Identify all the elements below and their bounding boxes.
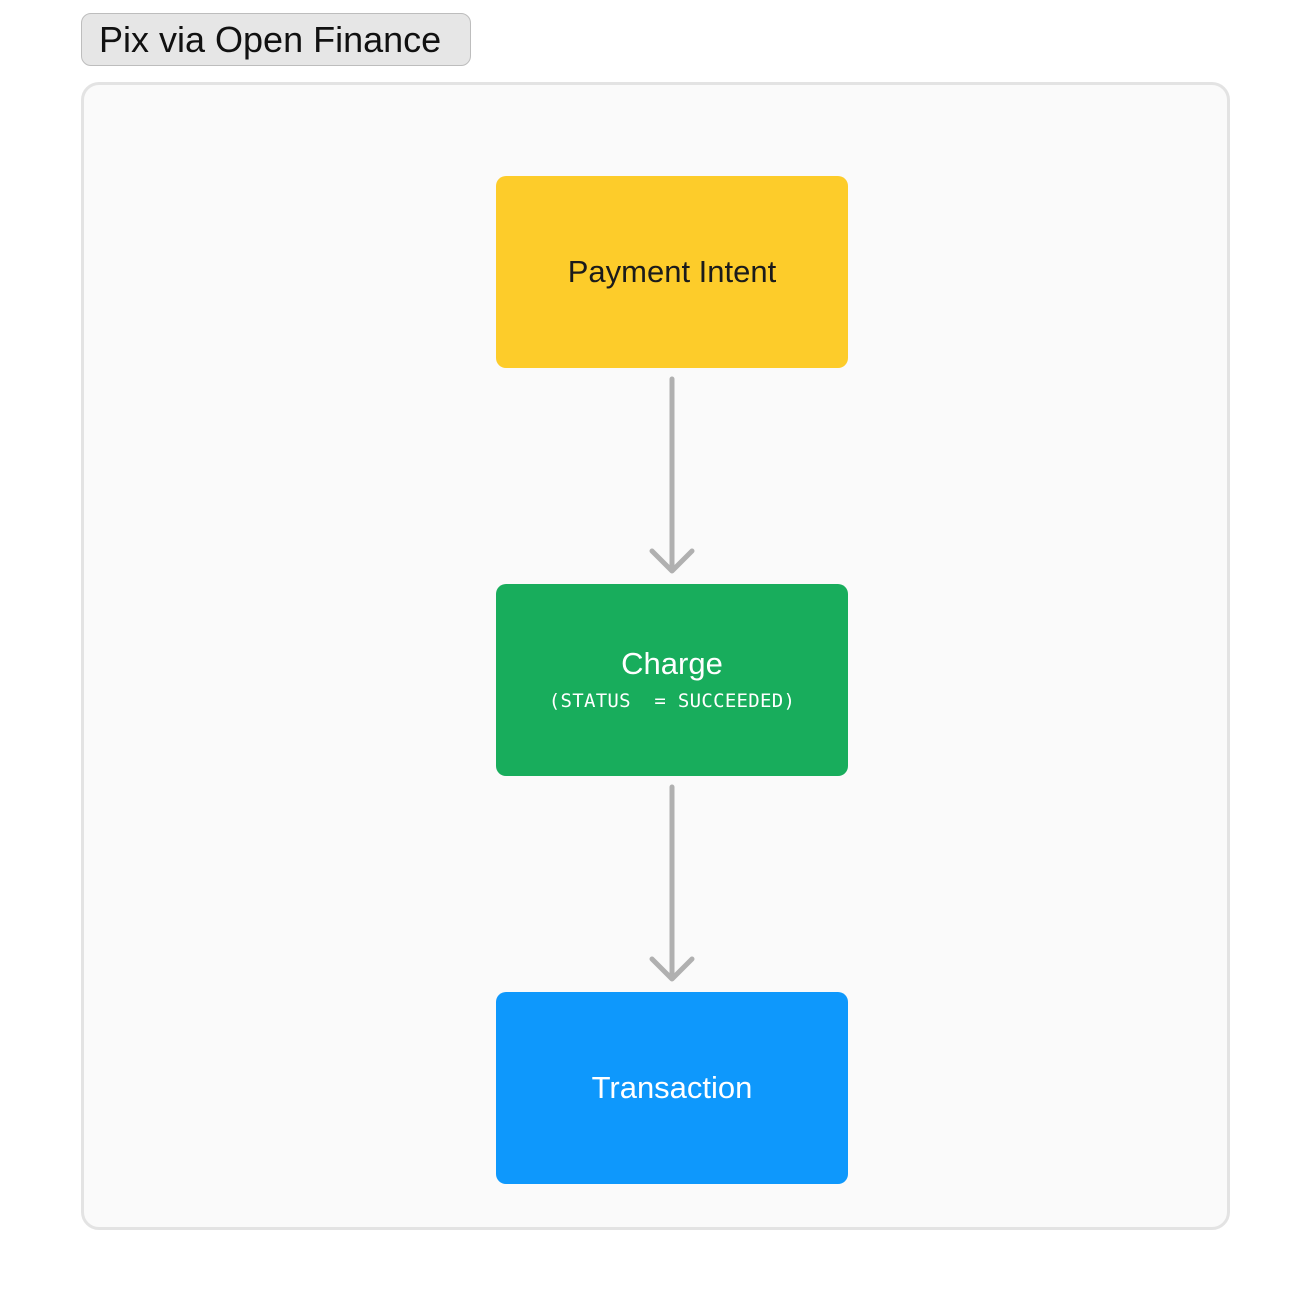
node-charge: Charge (STATUS = SUCCEEDED) [496,584,848,776]
diagram-title: Pix via Open Finance [99,18,442,60]
node-label: Payment Intent [567,254,777,289]
node-transaction: Transaction [496,992,848,1184]
node-payment-intent: Payment Intent [496,176,848,368]
node-status-label: (STATUS = SUCCEEDED) [548,690,796,712]
node-label: Transaction [591,1070,753,1105]
node-label: Charge [621,646,723,681]
diagram-title-tab: Pix via Open Finance [81,13,471,66]
